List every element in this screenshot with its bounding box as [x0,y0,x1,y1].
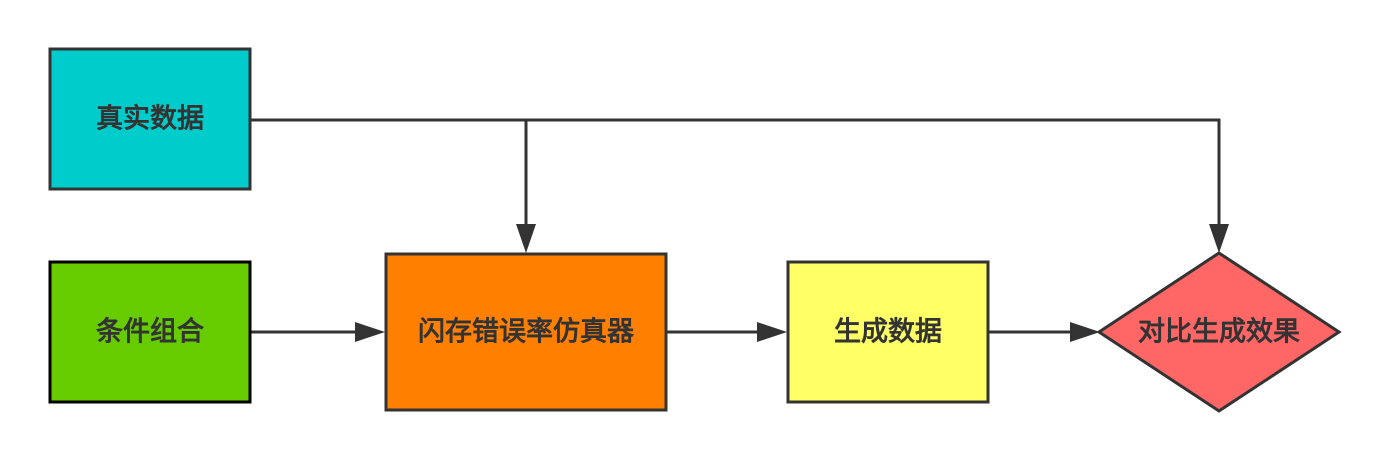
node-compare-effect-diamond [1096,251,1342,413]
node-simulator-box [384,252,668,412]
node-simulator-label: 闪存错误率仿真器 [418,316,635,348]
node-generated-data[interactable]: 生成数据 [786,260,990,404]
node-real-data-label: 真实数据 [96,103,204,135]
node-simulator[interactable]: 闪存错误率仿真器 [384,252,668,412]
arrowhead-into-generated-left [757,322,787,342]
arrowhead-into-simulator-left [355,322,385,342]
node-real-data-box [48,47,252,191]
node-condition-combo-label: 条件组合 [96,316,204,348]
arrowhead-into-simulator-top [516,224,536,253]
edge-real-data-trunk [250,118,1221,226]
node-condition-combo-box [48,260,252,404]
edges [250,118,1221,334]
node-generated-data-box [786,260,990,404]
node-compare-effect-label: 对比生成效果 [1138,317,1300,348]
node-generated-data-label: 生成数据 [834,317,942,348]
arrowhead-into-compare-top [1209,224,1229,253]
node-compare-effect[interactable]: 对比生成效果 [1096,251,1342,413]
arrowhead-into-compare-left [1070,322,1100,342]
node-condition-combo[interactable]: 条件组合 [48,260,252,404]
node-real-data[interactable]: 真实数据 [48,47,252,191]
arrowheads [355,224,1229,342]
